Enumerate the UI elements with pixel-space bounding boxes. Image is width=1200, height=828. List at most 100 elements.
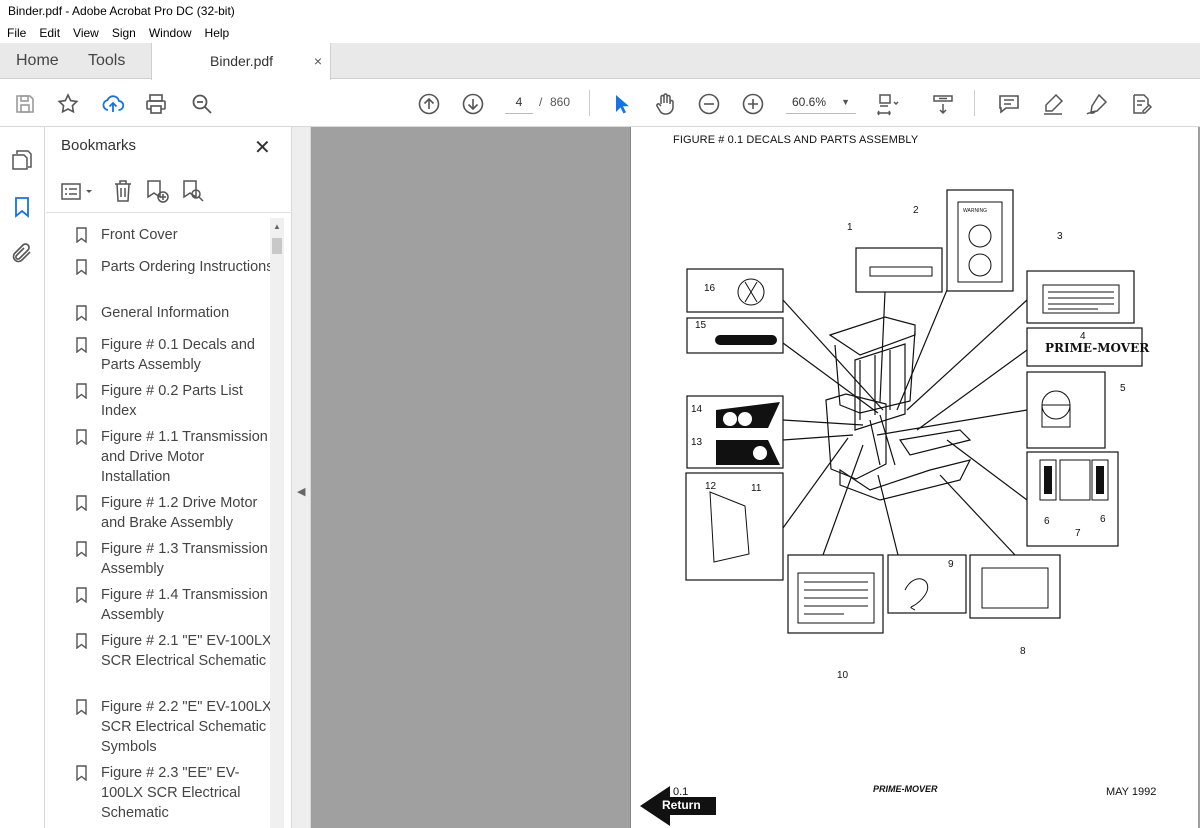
hand-icon[interactable] [652, 91, 678, 117]
zoom-level-select[interactable]: 60.6% ▼ [786, 90, 856, 114]
bookmark-icon [76, 227, 87, 243]
bookmarks-title: Bookmarks [61, 137, 137, 154]
decal-box-10 [787, 554, 884, 634]
bookmark-icon [76, 259, 87, 275]
tab-document[interactable]: Binder.pdf × [151, 43, 331, 80]
upload-cloud-icon[interactable] [100, 91, 126, 117]
part-box-9 [887, 554, 967, 614]
callout-number: 15 [695, 320, 707, 331]
bookmark-label: Figure # 0.1 Decals and Parts Assembly [101, 337, 255, 373]
bookmark-label: General Information [101, 305, 230, 321]
bookmark-icon [76, 633, 87, 649]
footer-date: MAY 1992 [1106, 786, 1157, 798]
bookmarks-scrollbar[interactable]: ▲ [270, 218, 284, 828]
menu-sign[interactable]: Sign [111, 25, 136, 40]
zoom-out-icon[interactable] [696, 91, 722, 117]
bookmark-label: Figure # 1.3 Transmission Assembly [101, 541, 268, 577]
bookmark-options-icon[interactable] [60, 181, 96, 203]
callout-number: 14 [691, 404, 703, 415]
callout-number: 7 [1075, 528, 1081, 539]
decal-box-6-7 [1026, 451, 1119, 547]
fit-page-icon[interactable] [875, 91, 901, 117]
part-box-5 [1026, 371, 1106, 449]
bookmark-label: Figure # 1.4 Transmission Assembly [101, 587, 268, 623]
footer-brand: PRIME-MOVER [873, 784, 938, 794]
menu-view[interactable]: View [73, 25, 99, 40]
warning-decal-text: WARNING [963, 208, 987, 214]
bookmark-star-icon[interactable] [55, 91, 81, 117]
bookmark-icon [76, 305, 87, 321]
page-down-icon[interactable] [460, 91, 486, 117]
bookmark-label: Front Cover [101, 227, 178, 243]
bookmark-label: Figure # 1.1 Transmission and Drive Moto… [101, 429, 268, 485]
scroll-up-icon[interactable]: ▲ [273, 222, 281, 231]
callout-number: 6 [1100, 514, 1106, 525]
tab-home[interactable]: Home [16, 52, 59, 69]
callout-number: 16 [704, 283, 716, 294]
decal-box-3 [1026, 270, 1135, 324]
callout-number: 13 [691, 437, 703, 448]
decal-box-11-12 [685, 472, 784, 581]
toolbar-divider [589, 90, 590, 116]
return-link[interactable]: Return [662, 798, 701, 812]
parts-diagram [640, 189, 1143, 826]
bookmark-search-icon[interactable] [181, 179, 205, 205]
comment-icon[interactable] [996, 91, 1022, 117]
print-icon[interactable] [143, 91, 169, 117]
attachments-icon[interactable] [10, 241, 34, 265]
collapse-left-icon[interactable]: ◀ [297, 486, 306, 498]
bookmark-icon [76, 383, 87, 399]
delete-icon[interactable] [112, 179, 134, 203]
brand-decal: PRIME-MOVER [1045, 341, 1150, 355]
edit-pdf-icon[interactable] [1128, 91, 1154, 117]
close-icon[interactable]: ✕ [254, 137, 271, 159]
callout-number: 12 [705, 481, 717, 492]
select-arrow-icon[interactable] [608, 91, 634, 117]
bookmark-label: Figure # 1.2 Drive Motor and Brake Assem… [101, 495, 258, 531]
zoom-in-icon[interactable] [740, 91, 766, 117]
decal-box-15 [686, 317, 784, 354]
zoom-search-icon[interactable] [189, 91, 215, 117]
callout-number: 3 [1057, 231, 1063, 242]
bookmark-icon [76, 765, 87, 781]
bookmarks-toolbar [46, 171, 292, 213]
callout-number: 2 [913, 205, 919, 216]
footer-page-number: 0.1 [673, 786, 689, 798]
decal-box-4 [1026, 327, 1143, 367]
page-total: 860 [550, 95, 571, 109]
panel-collapse-bar[interactable]: ◀ [292, 127, 311, 828]
bookmark-icon [76, 699, 87, 715]
menu-file[interactable]: File [7, 25, 27, 40]
page-separator: / [539, 95, 543, 109]
tab-close-button[interactable]: × [313, 53, 322, 69]
window-title: Binder.pdf - Adobe Acrobat Pro DC (32-bi… [0, 0, 1200, 22]
highlight-pen-icon[interactable] [1040, 91, 1066, 117]
page-number-input[interactable]: 4 [505, 90, 533, 114]
menu-window[interactable]: Window [148, 25, 192, 40]
scrollbar-thumb[interactable] [272, 238, 282, 254]
page-thumbnails-icon[interactable] [10, 148, 34, 172]
page-up-icon[interactable] [416, 91, 442, 117]
bookmark-icon [76, 429, 87, 445]
callout-number: 5 [1120, 383, 1126, 394]
bookmark-icon [76, 337, 87, 353]
sign-icon[interactable] [1084, 91, 1110, 117]
tab-tools[interactable]: Tools [88, 52, 126, 69]
menu-help[interactable]: Help [204, 25, 230, 40]
navigation-rail [0, 127, 45, 828]
menu-bar: File Edit View Sign Window Help [0, 22, 1200, 43]
bookmark-icon [76, 587, 87, 603]
callout-number: 8 [1020, 646, 1026, 657]
menu-edit[interactable]: Edit [39, 25, 61, 40]
decal-box-2 [946, 189, 1014, 292]
bookmarks-panel-icon[interactable] [10, 195, 34, 219]
scroll-mode-icon[interactable] [930, 91, 956, 117]
new-bookmark-icon[interactable] [145, 179, 171, 205]
decal-box-16 [686, 268, 784, 313]
zoom-level-value: 60.6% [792, 95, 827, 109]
bookmark-label: Figure # 2.2 "E" EV-100LX SCR Electrical… [101, 699, 270, 755]
bookmark-label: Figure # 0.2 Parts List Index [101, 383, 243, 419]
bookmark-label: Figure # 2.1 "E" EV-100LX SCR Electrical… [101, 633, 270, 669]
callout-number: 9 [948, 559, 954, 570]
save-icon[interactable] [12, 91, 38, 117]
